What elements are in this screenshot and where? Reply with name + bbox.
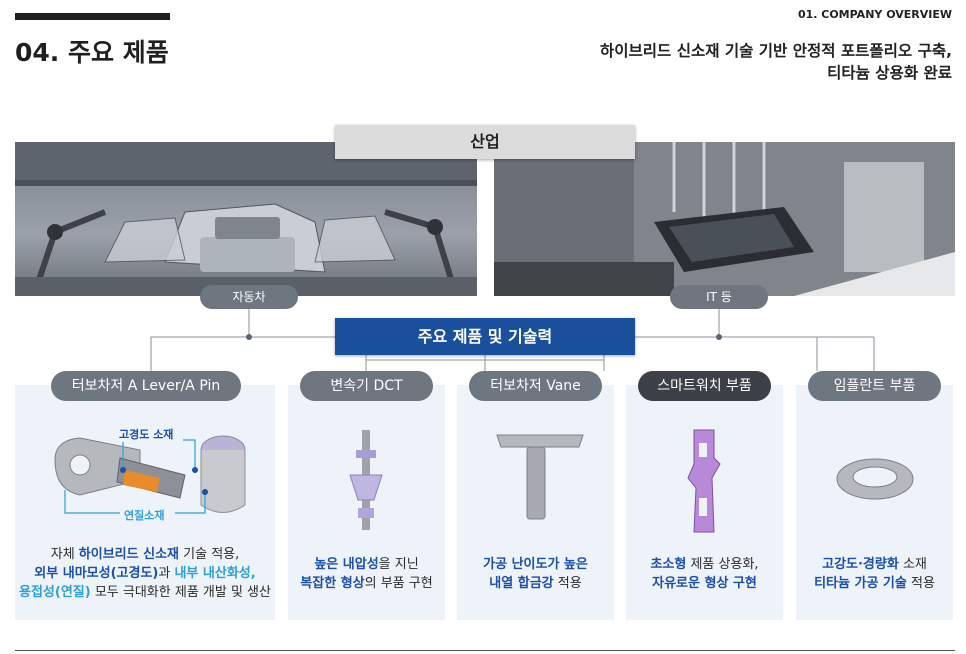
desc-line-1: 고강도·경량화 소재 [796,555,953,574]
product-desc-smartwatch: 초소형 제품 상용화, 자유로운 형상 구현 [626,555,783,593]
product-card-dct: 높은 내압성을 지닌 복잡한 형상의 부품 구현 [288,385,445,620]
product-desc-implant: 고강도·경량화 소재 티타늄 가공 기술 적용 [796,555,953,593]
desc-line-1: 초소형 제품 상용화, [626,555,783,574]
product-card-implant: 고강도·경량화 소재 티타늄 가공 기술 적용 [796,385,953,620]
desc-line-3: 용접성(연질) 모두 극대화한 제품 개발 및 생산 [15,583,275,602]
desc-line-2: 내열 합금강 적용 [457,574,614,593]
page-title: 04. 주요 제품 [15,38,169,67]
product-tab-vane: 터보차저 Vane [469,371,602,401]
it-equipment-photo [494,142,955,296]
desc-text: 자체 [50,547,79,562]
product-desc-lever-pin: 자체 하이브리드 신소재 기술 적용, 외부 내마모성(고경도)과 내부 내산화… [15,545,275,602]
product-tab-implant: 임플란트 부품 [808,371,941,401]
desc-text: 적용 [553,576,582,591]
desc-highlight: 높은 내압성 [314,557,379,572]
desc-highlight: 하이브리드 신소재 [78,547,180,562]
desc-highlight: 외부 내마모성(고경도) [34,566,159,581]
desc-highlight: 티타늄 가공 기술 [814,576,907,591]
desc-line-2: 외부 내마모성(고경도)과 내부 내산화성, [15,564,275,583]
desc-text: 모두 극대화한 제품 개발 및 생산 [90,585,271,600]
title-accent-bar [15,13,170,20]
desc-text: 적용 [906,576,935,591]
product-tab-smartwatch: 스마트워치 부품 [638,371,771,401]
desc-text: 기술 적용, [179,547,240,562]
desc-line-1: 가공 난이도가 높은 [457,555,614,574]
dct-shaft-part-icon [349,430,383,530]
smartwatch-bracket-part-icon [687,429,721,533]
footer-divider [15,650,955,651]
desc-text: 소재 [898,557,927,572]
product-desc-dct: 높은 내압성을 지닌 복잡한 형상의 부품 구현 [288,555,445,593]
factory-photo [15,142,477,296]
desc-text: 의 부품 구현 [364,576,433,591]
electronics-photo [494,142,955,296]
desc-line-2: 자유로운 형상 구현 [626,574,783,593]
desc-highlight-sky: 내부 내산화성, [174,566,256,581]
it-label: IT 등 [670,285,768,309]
industry-label: 산업 [335,125,635,159]
page-subtitle: 하이브리드 신소재 기술 기반 안정적 포트폴리오 구축, 티타늄 상용화 완료 [600,40,952,84]
desc-highlight: 가공 난이도가 높은 [483,557,588,572]
desc-line-2: 티타늄 가공 기술 적용 [796,574,953,593]
desc-line-1: 높은 내압성을 지닌 [288,555,445,574]
vane-part-icon [496,434,584,520]
subtitle-line-2: 티타늄 상용화 완료 [827,64,952,82]
product-card-vane: 가공 난이도가 높은 내열 합금강 적용 [457,385,614,620]
desc-highlight: 복잡한 형상 [300,576,365,591]
product-desc-vane: 가공 난이도가 높은 내열 합금강 적용 [457,555,614,593]
desc-highlight: 고강도·경량화 [822,557,899,572]
desc-line-1: 자체 하이브리드 신소재 기술 적용, [15,545,275,564]
desc-highlight: 자유로운 형상 구현 [652,576,757,591]
core-products-label: 주요 제품 및 기술력 [335,318,635,355]
product-tab-lever-pin: 터보차저 A Lever/A Pin [51,371,241,401]
subtitle-line-1: 하이브리드 신소재 기술 기반 안정적 포트폴리오 구축, [600,42,952,60]
desc-line-2: 복잡한 형상의 부품 구현 [288,574,445,593]
product-card-lever-pin: 고경도 소재 연질소재 자체 하이브리드 신소재 기술 적용, 외부 내마모성(… [15,385,275,620]
desc-text: 제품 상용화, [686,557,759,572]
product-card-smartwatch: 초소형 제품 상용화, 자유로운 형상 구현 [626,385,783,620]
callout-high-hardness: 고경도 소재 [117,426,176,442]
desc-text: 을 지닌 [378,557,419,572]
lever-pin-part-icon [54,435,246,514]
implant-ring-part-icon [836,458,914,500]
automotive-label: 자동차 [200,285,298,309]
desc-highlight-sky: 용접성(연질) [19,585,91,600]
desc-text: 과 [158,566,175,581]
desc-highlight: 초소형 [650,557,687,572]
callout-soft-material: 연질소재 [122,507,167,523]
product-tab-dct: 변속기 DCT [300,371,433,401]
automotive-factory-photo [15,142,477,296]
section-tag: 01. COMPANY OVERVIEW [797,8,952,21]
desc-highlight: 내열 합금강 [489,576,554,591]
